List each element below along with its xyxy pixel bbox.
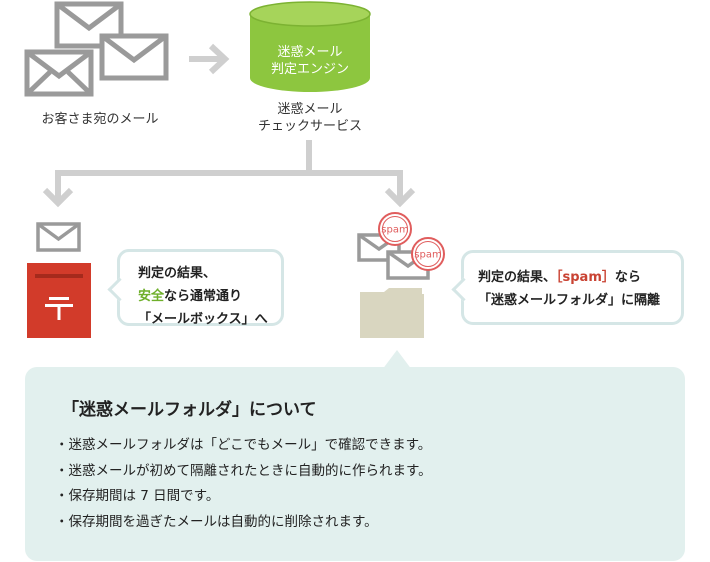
engine-cylinder-icon [249,1,371,92]
engine-label-line1: 迷惑メール [277,45,343,60]
info-title: 「迷惑メールフォルダ」について [62,400,317,420]
service-label-line2: チェックサービス [257,119,362,134]
spam-result-line1-rest: なら [614,270,641,285]
branch-arrows-icon [42,140,416,208]
safe-result-line2: 安全なら通常通り [138,285,281,308]
spam-result-line1: 判定の結果、［spam］なら [478,266,681,289]
info-list: 迷惑メールフォルダは「どこでもメール」で確認できます。 迷惑メールが初めて隔離さ… [55,433,432,535]
envelope-icon [36,222,81,252]
service-label-line1: 迷惑メール [277,102,343,117]
safe-result-line1: 判定の結果、 [138,266,217,281]
engine-label: 迷惑メール 判定エンジン [250,44,370,78]
safe-result-line2-rest: なら通常通り [164,289,243,304]
safe-highlight: 安全 [138,289,165,304]
arrow-right-icon [189,43,230,75]
bubble-tail [451,277,476,302]
safe-result-line3: 「メールボックス」へ [138,312,268,327]
bubble-tail [107,277,132,302]
safe-result-bubble: 判定の結果、 安全なら通常通り 「メールボックス」へ [107,249,284,327]
info-item: 迷惑メールフォルダは「どこでもメール」で確認できます。 [55,433,432,459]
service-label: 迷惑メール チェックサービス [240,101,380,135]
engine-label-line2: 判定エンジン [270,62,349,77]
mailbox-icon [27,263,91,338]
info-item: 迷惑メールが初めて隔離されたときに自動的に作られます。 [55,459,432,485]
info-pointer-icon [382,350,412,370]
folder-icon [360,288,424,338]
info-panel: 「迷惑メールフォルダ」について 迷惑メールフォルダは「どこでもメール」で確認でき… [25,367,685,561]
info-item: 保存期間は 7 日間です。 [55,484,432,510]
spam-result-bubble: 判定の結果、［spam］なら 「迷惑メールフォルダ」に隔離 [451,250,684,325]
spam-result-line2: 「迷惑メールフォルダ」に隔離 [478,293,661,308]
envelopes-icon [24,1,169,97]
spam-envelopes-icon: spam spam [357,212,445,280]
source-label: お客さま宛のメール [41,112,159,127]
info-item: 保存期間を過ぎたメールは自動的に削除されます。 [55,510,432,536]
spam-stamp-2: spam [414,250,441,261]
spam-highlight: ［spam］ [556,270,615,285]
spam-stamp-1: spam [381,225,408,236]
spam-result-line1-pre: 判定の結果、 [478,270,557,285]
